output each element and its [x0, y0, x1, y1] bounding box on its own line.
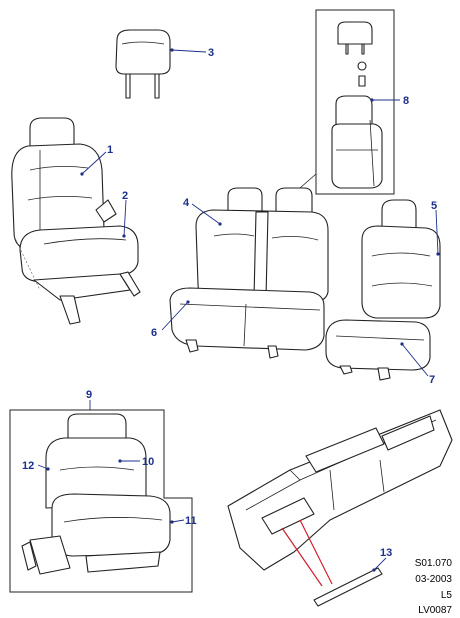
headrest-drawing — [115, 29, 171, 99]
callout-8: 8 — [403, 95, 409, 107]
ref-date: 03-2003 — [415, 574, 452, 585]
callout-12: 12 — [22, 460, 34, 472]
detail-box-9 — [9, 409, 193, 593]
callout-6: 6 — [151, 327, 157, 339]
ref-code: S01.070 — [415, 558, 453, 569]
callout-3: 3 — [208, 47, 214, 59]
callout-11: 11 — [185, 515, 197, 527]
detail-box-8 — [299, 9, 395, 195]
callout-4: 4 — [183, 197, 190, 209]
callout-9: 9 — [86, 389, 92, 401]
rear-bench-drawing — [169, 187, 329, 359]
callout-labels: 1 2 3 4 5 6 7 8 9 10 11 12 13 — [22, 47, 437, 559]
rear-single-seat-drawing — [325, 199, 441, 381]
ref-drawing: LV0087 — [418, 605, 452, 616]
front-seat-drawing — [11, 117, 141, 325]
leader-lines — [37, 48, 440, 572]
ref-level: L5 — [441, 590, 453, 601]
callout-1: 1 — [107, 144, 113, 156]
reference-block: S01.070 03-2003 L5 LV0087 — [415, 558, 453, 616]
dashboard-drawing — [227, 409, 453, 607]
callout-5: 5 — [431, 200, 437, 212]
callout-10: 10 — [142, 456, 154, 468]
callout-2: 2 — [122, 190, 128, 202]
callout-13: 13 — [380, 547, 392, 559]
callout-7: 7 — [429, 374, 435, 386]
